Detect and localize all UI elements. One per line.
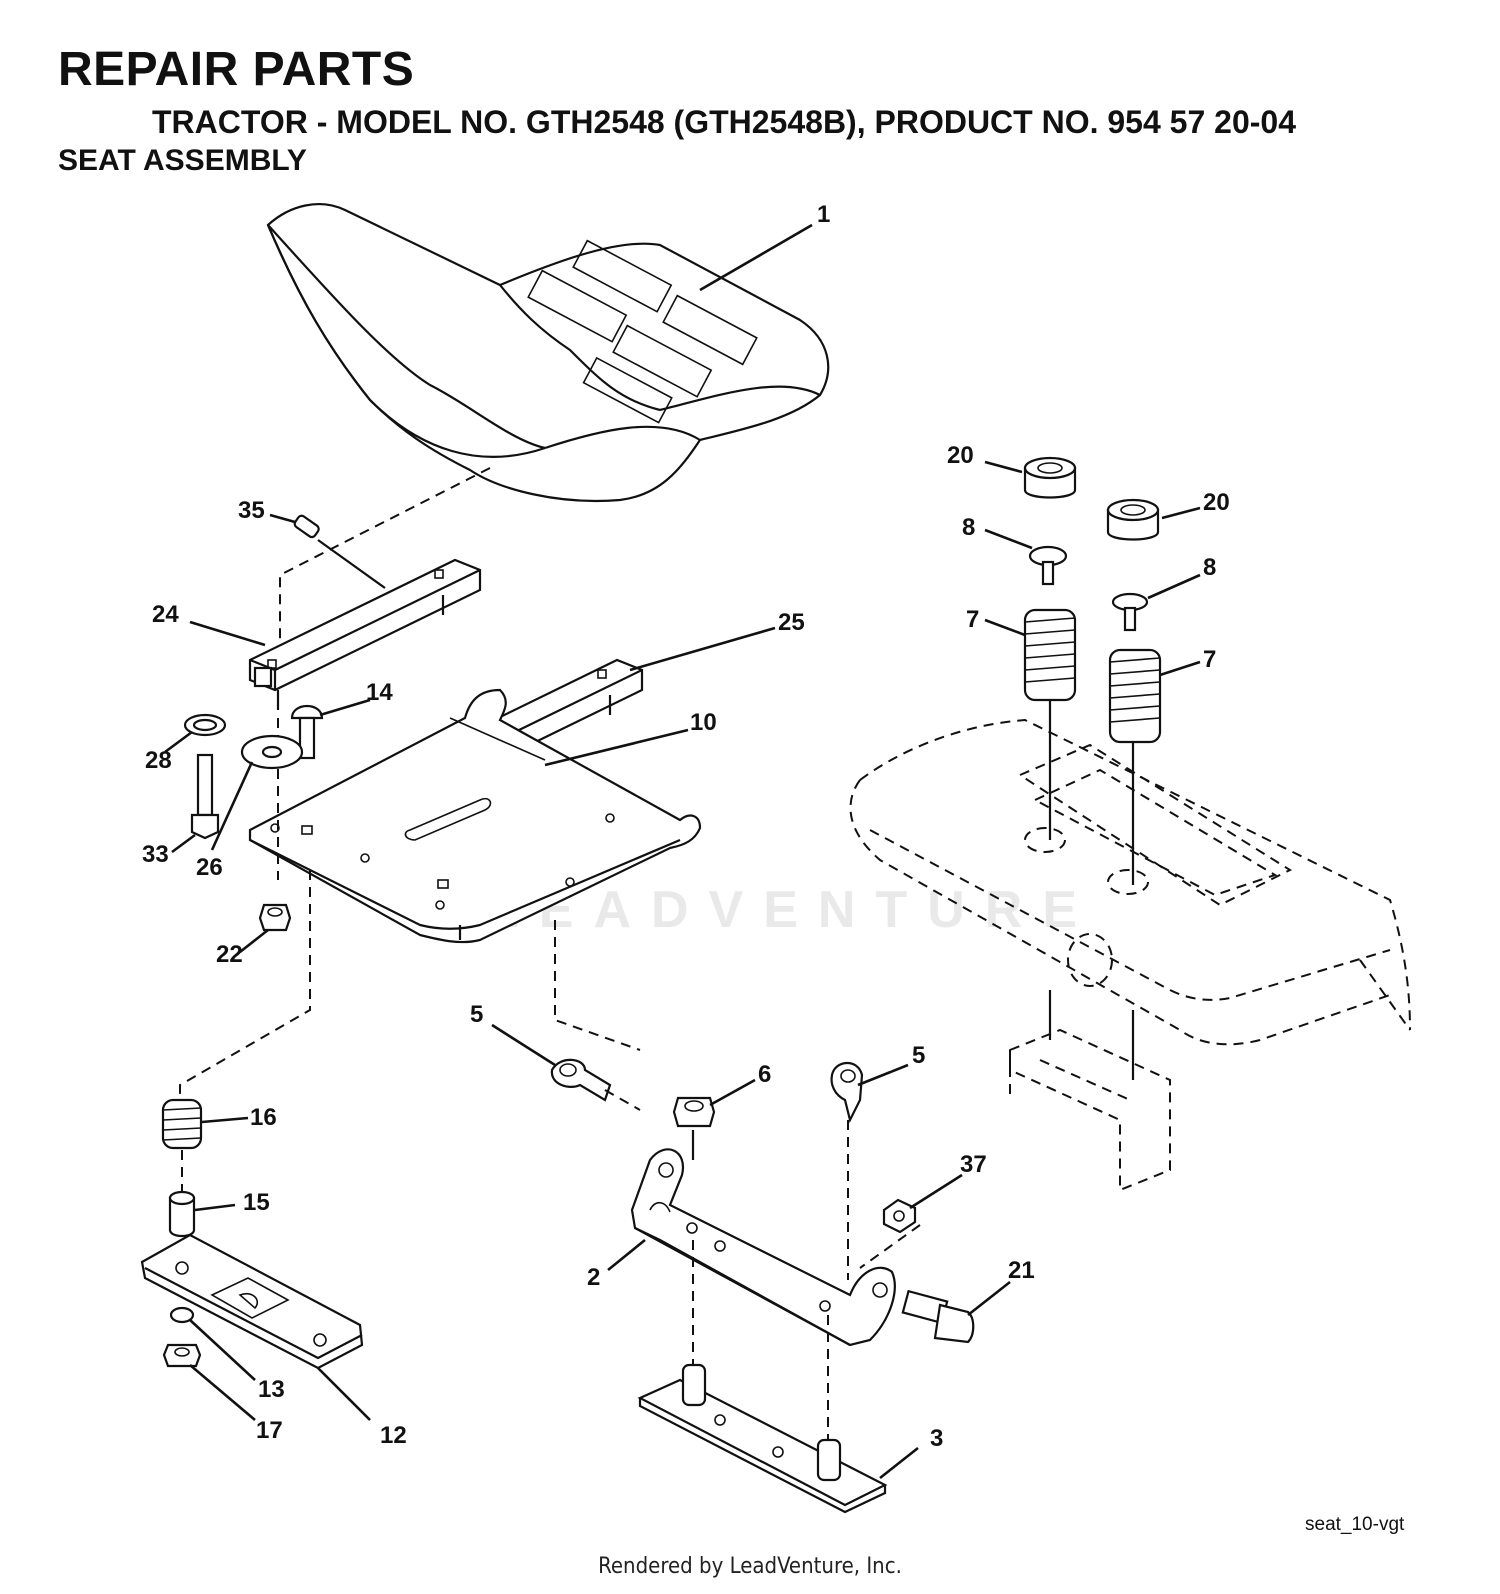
callout-20-right: 20 xyxy=(1203,489,1230,516)
mount-plate-3[interactable] xyxy=(637,1363,888,1514)
section-title: SEAT ASSEMBLY xyxy=(58,144,307,177)
callout-16: 16 xyxy=(250,1104,277,1131)
spring-7-left[interactable] xyxy=(1023,608,1077,702)
callout-5-left: 5 xyxy=(470,1001,483,1028)
bolt-8-left[interactable] xyxy=(1028,545,1068,586)
fender-reference xyxy=(849,718,1411,1192)
cable-part-35[interactable] xyxy=(293,514,386,589)
callout-37: 37 xyxy=(960,1151,987,1178)
carriage-bolt-14[interactable] xyxy=(290,704,324,760)
callout-7-left: 7 xyxy=(966,606,979,633)
callout-24: 24 xyxy=(152,601,179,628)
seat-rail-24[interactable] xyxy=(248,558,482,710)
callout-33: 33 xyxy=(142,841,169,868)
hex-nut-6[interactable] xyxy=(672,1096,716,1128)
lock-nut-22[interactable] xyxy=(258,903,292,932)
callout-15: 15 xyxy=(243,1189,270,1216)
callout-17: 17 xyxy=(256,1417,283,1444)
render-credit: Rendered by LeadVenture, Inc. xyxy=(598,1554,902,1579)
callout-28: 28 xyxy=(145,747,172,774)
callout-10: 10 xyxy=(690,709,717,736)
callout-7-right: 7 xyxy=(1203,646,1216,673)
clip-5-left[interactable] xyxy=(550,1058,612,1102)
nut-17[interactable] xyxy=(162,1343,202,1368)
spacer-20-right[interactable] xyxy=(1106,498,1160,541)
seat-pan-10[interactable] xyxy=(248,688,702,944)
spring-7-right[interactable] xyxy=(1108,648,1162,744)
page-title: REPAIR PARTS xyxy=(58,43,415,96)
bolt-33[interactable] xyxy=(190,753,220,840)
seat-bracket-2[interactable] xyxy=(630,1148,896,1347)
seat-part[interactable] xyxy=(266,203,830,503)
callout-1: 1 xyxy=(817,201,830,228)
slide-plate-12[interactable] xyxy=(140,1233,364,1370)
nut-37[interactable] xyxy=(882,1198,917,1234)
callout-26: 26 xyxy=(196,854,223,881)
callout-35: 35 xyxy=(238,497,265,524)
watermark-text: LEADVENTURE xyxy=(487,881,1098,939)
callout-13: 13 xyxy=(258,1376,285,1403)
model-subtitle: TRACTOR - MODEL NO. GTH2548 (GTH2548B), … xyxy=(152,104,1296,140)
callout-22: 22 xyxy=(216,941,243,968)
callout-6: 6 xyxy=(758,1061,771,1088)
callout-8-left: 8 xyxy=(962,514,975,541)
shoulder-bolt-21[interactable] xyxy=(901,1289,975,1344)
spacer-20-left[interactable] xyxy=(1023,456,1077,499)
callout-3: 3 xyxy=(930,1425,943,1452)
callout-2: 2 xyxy=(587,1264,600,1291)
bolt-8-right[interactable] xyxy=(1111,592,1149,632)
callout-25: 25 xyxy=(778,609,805,636)
callout-12: 12 xyxy=(380,1422,407,1449)
callout-20-left: 20 xyxy=(947,442,974,469)
flat-washer-26[interactable] xyxy=(240,734,304,770)
callout-labels: 1 20 20 8 8 7 7 35 24 25 14 10 28 33 26 … xyxy=(142,201,1230,1452)
lock-washer-28[interactable] xyxy=(183,713,227,737)
callout-21: 21 xyxy=(1008,1257,1035,1284)
nut-13[interactable] xyxy=(169,1306,195,1324)
spring-16[interactable] xyxy=(161,1098,203,1150)
callout-5-right: 5 xyxy=(912,1042,925,1069)
spacer-15[interactable] xyxy=(168,1190,196,1238)
leader-lines xyxy=(164,223,1201,1480)
callout-8-right: 8 xyxy=(1203,554,1216,581)
diagram-code: seat_10-vgt xyxy=(1305,1514,1405,1535)
callout-14: 14 xyxy=(366,679,393,706)
clip-5-right[interactable] xyxy=(830,1061,864,1124)
